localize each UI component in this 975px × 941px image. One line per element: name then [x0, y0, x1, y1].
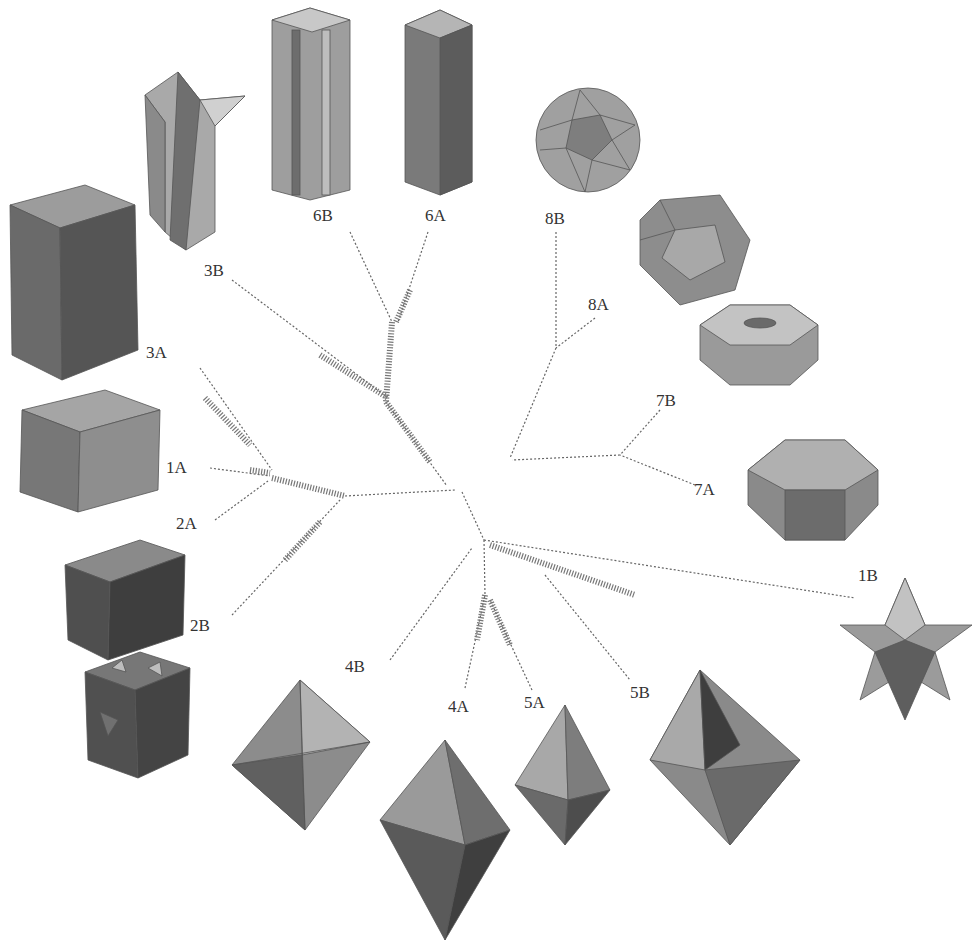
specimen-label: 7A	[694, 481, 715, 498]
specimen-label: 5B	[630, 684, 650, 701]
polyhedron-5a	[515, 705, 610, 845]
polyhedron-3b	[145, 72, 245, 250]
polyhedron-3a	[10, 185, 138, 380]
specimen-label: 1B	[858, 567, 878, 584]
polyhedron-7a	[748, 440, 878, 540]
specimen-label: 6B	[313, 207, 333, 224]
polyhedron-8a	[640, 195, 750, 305]
polyhedron-6a	[405, 10, 472, 195]
polyhedron-5b	[650, 670, 800, 845]
polyhedron-7b	[700, 305, 818, 385]
polyhedron-4a	[380, 740, 510, 940]
polyhedron-6b	[272, 8, 350, 200]
specimen-label: 5A	[524, 694, 545, 711]
specimen-label: 1A	[166, 459, 187, 476]
specimen-label: 2B	[190, 617, 210, 634]
specimen-label: 8B	[545, 210, 565, 227]
tree-lines	[200, 232, 855, 690]
specimen-label: 4A	[448, 698, 469, 715]
polyhedron-4b	[232, 680, 370, 830]
spring-segments	[205, 290, 635, 645]
specimen-label: 8A	[588, 296, 609, 313]
specimen-label: 6A	[425, 207, 446, 224]
specimen-label: 3A	[146, 344, 167, 361]
specimen-label: 3B	[204, 262, 224, 279]
polyhedron-1a	[20, 390, 160, 512]
polyhedron-8b	[536, 88, 640, 192]
specimen-label: 7B	[656, 392, 676, 409]
polyhedron-1b	[840, 578, 972, 720]
specimen-label: 2A	[176, 515, 197, 532]
specimen-label: 4B	[345, 658, 365, 675]
polyhedron-2b	[85, 652, 190, 778]
polyhedron-2a	[65, 540, 185, 660]
